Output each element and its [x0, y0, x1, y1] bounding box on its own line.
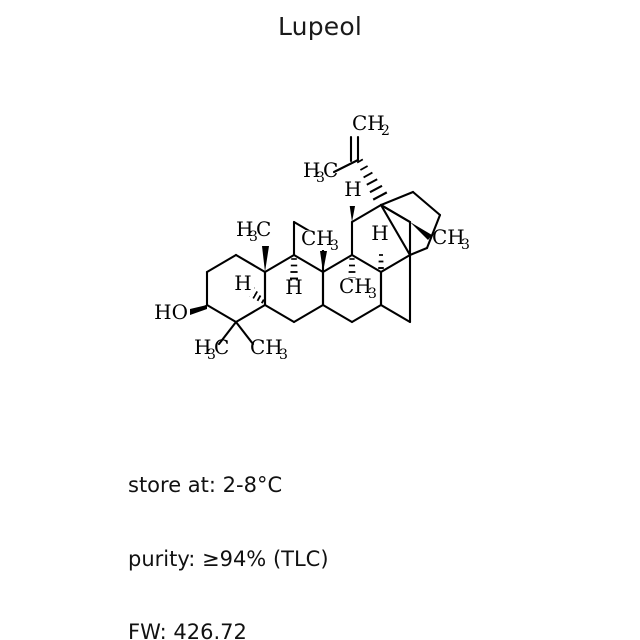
hash-h-c9 — [290, 258, 298, 280]
svg-text:C: C — [214, 335, 229, 359]
label-h-c19: H — [344, 177, 361, 201]
label-ch2-vinyl: CH 2 — [352, 111, 390, 139]
label-ch3-c10: CH 3 — [301, 226, 339, 254]
ring-d-lower-bonds — [379, 253, 412, 324]
wedge-h3c-c8 — [262, 246, 269, 272]
hash-h-c18 — [378, 247, 384, 269]
label-h-c18: H — [371, 221, 388, 245]
label-h3c-c8: H 3 C — [236, 217, 271, 245]
svg-text:H: H — [236, 217, 253, 241]
purity-line: purity: ≥94% (TLC) — [128, 546, 329, 571]
isopropenyl-bonds — [332, 135, 360, 174]
formula-weight-line: FW: 426.72 — [128, 620, 247, 640]
svg-text:H: H — [303, 158, 320, 182]
store-at-line: store at: 2-8°C — [128, 473, 283, 497]
svg-text:3: 3 — [207, 347, 216, 363]
label-h-c5: H — [234, 271, 251, 295]
gem-dimethyl-bonds — [217, 320, 255, 346]
label-h3c-isopropenyl: H 3 C — [303, 158, 338, 186]
svg-text:CH: CH — [339, 274, 372, 298]
label-ch3-c14: CH 3 — [339, 274, 377, 302]
label-h3c-c4a: H 3 C — [194, 335, 229, 363]
svg-text:H: H — [194, 335, 211, 359]
svg-text:CH: CH — [432, 225, 465, 249]
label-h-c9: H — [285, 275, 302, 299]
atom-label-halos — [236, 188, 389, 298]
wedge-ch3-c17 — [410, 222, 432, 240]
svg-text:C: C — [323, 158, 338, 182]
svg-text:3: 3 — [249, 229, 258, 245]
compound-info-block: store at: 2-8°C purity: ≥94% (TLC) FW: 4… — [128, 424, 329, 640]
svg-text:3: 3 — [279, 347, 288, 363]
ring-e-fusion — [379, 203, 412, 224]
svg-text:C: C — [256, 217, 271, 241]
label-ch3-c4b: CH 3 — [250, 335, 288, 363]
wedge-ch3-c10 — [320, 251, 327, 272]
wedge-h-c19 — [349, 201, 356, 222]
svg-text:3: 3 — [461, 237, 470, 253]
hash-isopropenyl — [356, 158, 388, 201]
svg-text:CH: CH — [250, 335, 283, 359]
svg-text:CH: CH — [301, 226, 334, 250]
svg-text:CH: CH — [352, 111, 385, 135]
label-ho-c3: HO — [154, 300, 188, 324]
page-title: Lupeol — [277, 12, 363, 41]
svg-text:3: 3 — [368, 286, 377, 302]
svg-text:2: 2 — [381, 123, 390, 139]
svg-text:3: 3 — [316, 170, 325, 186]
svg-text:3: 3 — [330, 238, 339, 254]
label-ch3-c17: CH 3 — [432, 225, 470, 253]
ring-e-cyclopentane-bonds — [379, 190, 442, 257]
